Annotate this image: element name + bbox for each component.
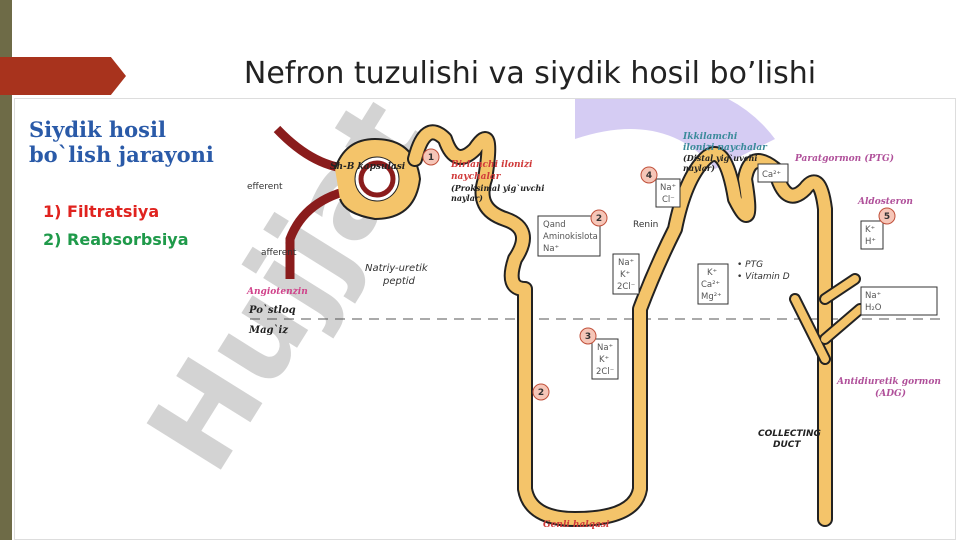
capsule-label: Sh-B kapsulasi [330,162,406,172]
box-loop-ions [591,338,619,380]
angiotensin-label: Angiotenzin [246,287,308,297]
box-ca [757,163,789,183]
box-text: Na⁺ [543,244,559,254]
marker-2a: 2 [590,209,608,227]
marker-5: 5 [878,207,896,225]
box-text: 2Cl⁻ [617,282,635,292]
marker-text: 5 [884,212,890,222]
box-text: Ca²⁺ [762,170,781,180]
collecting-duct-label-2: DUCT [773,440,801,450]
glomerulus [358,160,396,198]
box-nak2cl [612,253,640,295]
efferent-label: efferent [247,182,283,192]
diagram-panel: Hujjat 24 Sh-B kapsulasi efferent affere… [14,98,956,540]
box-text: Mg²⁺ [701,292,722,302]
step-filtration: 1) Filtratsiya [43,202,160,221]
proximal-label-4: naylar) [451,193,483,203]
box-text: 2Cl⁻ [596,367,614,377]
distal-label-2: ilonizi naychalar [683,143,768,153]
proximal-label-2: naychalar [451,172,502,182]
box-text: Na⁺ [865,291,881,301]
afferent-label: afferent [261,248,297,258]
heading-line-1: Siydik hosil [29,117,166,142]
marker-text: 2 [538,388,544,398]
box-text: K⁺ [620,270,630,280]
left-accent-strip [0,0,12,540]
ptg-item: • PTG [737,260,763,270]
box-text: H₂O [865,303,882,313]
marker-4: 4 [640,166,658,184]
box-text: Ca²⁺ [701,280,720,290]
box-text: K⁺ [707,268,717,278]
marker-2b: 2 [532,383,550,401]
natriuretic-label: Natriy-uretik [365,263,429,274]
marker-text: 1 [428,153,434,163]
nephron-diagram: Hujjat 24 Sh-B kapsulasi efferent affere… [122,99,941,530]
adh-label: Antidiuretik gormon [836,377,941,387]
adh-label-2: (ADG) [875,388,906,399]
distal-label-3: (Distal yig`uvchi [683,153,757,163]
vitamin-d-item: • Vitamin D [737,272,790,282]
distal-label: Ikkilamchi ilonizi naychalar (Distal yig… [682,132,768,173]
box-text: H⁺ [865,237,876,247]
box-kcamg [697,263,729,305]
proximal-label-1: Birlanchi ilonizi [450,160,533,170]
box-text: Qand [543,220,566,230]
proximal-label-3: (Proksimal yig`uvchi [451,183,544,193]
box-nacl [655,178,681,208]
box-text: Na⁺ [618,258,634,268]
distal-label-1: Ikkilamchi [682,132,738,142]
step-reabsorption: 2) Reabsorbsiya [43,230,189,249]
parathormone-label: Paratgormon (PTG) [794,153,894,164]
box-text: Na⁺ [660,183,676,193]
medulla-label: Mag`iz [248,325,288,336]
collecting-duct-branches [791,275,864,363]
box-text: Na⁺ [597,343,613,353]
marker-text: 4 [646,171,652,181]
proximal-label: Birlanchi ilonizi naychalar (Proksimal y… [450,160,544,203]
collecting-duct-label: COLLECTING [758,429,821,439]
nephron-tubule [409,126,831,525]
slide-title: Nefron tuzulishi va siydik hosil bo’lish… [243,56,817,91]
box-text: K⁺ [599,355,609,365]
box-text: K⁺ [865,225,875,235]
title-banner-arrow [0,57,126,95]
box-glucose [537,215,601,257]
marker-1: 1 [422,148,440,166]
aldosterone-label: Aldosteron [857,197,913,207]
process-heading: Siydik hosil bo`lish jarayoni [29,117,214,167]
distal-label-4: naylar) [683,163,715,173]
marker-3: 3 [579,327,597,345]
marker-text: 2 [596,214,602,224]
box-kh [860,220,884,250]
box-text: Aminokislota [543,232,598,242]
heading-line-2: bo`lish jarayoni [29,142,214,167]
natriuretic-label-2: peptid [382,276,416,287]
cortex-label: Po`stloq [248,305,296,316]
loop-of-henle-label: Genli halqasi [543,520,610,530]
box-nah2o [860,286,938,316]
box-text: Cl⁻ [662,195,675,205]
renin-label: Renin [633,220,658,230]
marker-text: 3 [585,332,591,342]
